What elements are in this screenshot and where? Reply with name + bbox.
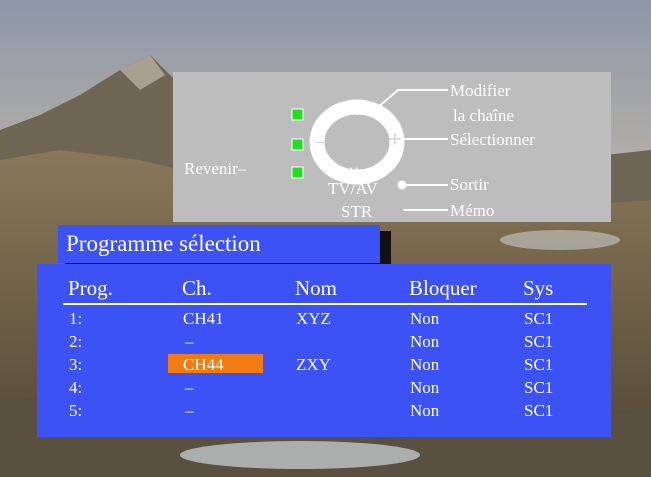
label-la-chaine: la chaîne xyxy=(453,106,514,125)
indicator-green-top xyxy=(291,108,304,121)
cell-ch: – xyxy=(185,332,194,351)
cell-bloquer: Non xyxy=(410,401,440,420)
header-divider xyxy=(63,303,587,305)
cell-ch: – xyxy=(185,378,194,397)
cell-prog: 3: xyxy=(69,355,83,374)
cell-sys: SC1 xyxy=(524,401,554,420)
cell-prog: 5: xyxy=(69,401,83,420)
label-modifier: Modifier xyxy=(450,81,511,100)
table-row[interactable]: 1: CH41 XYZ Non SC1 xyxy=(37,308,611,330)
dpad-up-icon[interactable]: ∧ xyxy=(348,102,360,119)
cell-sys: SC1 xyxy=(524,355,554,374)
cell-ch: – xyxy=(185,401,194,420)
header-ch: Ch. xyxy=(182,276,212,300)
pointer-line-modifier xyxy=(375,89,448,110)
cell-ch: CH41 xyxy=(183,309,224,328)
dpad-down-icon[interactable]: ∨ xyxy=(348,164,360,181)
table-row[interactable]: 4: – Non SC1 xyxy=(37,377,611,399)
cell-prog: 1: xyxy=(69,309,83,328)
program-table-panel: Prog. Ch. Nom Bloquer Sys 1: CH41 XYZ No… xyxy=(37,264,611,437)
header-nom: Nom xyxy=(295,276,337,300)
cell-bloquer: Non xyxy=(410,355,440,374)
label-str: STR xyxy=(341,202,373,221)
header-bloquer: Bloquer xyxy=(409,276,477,300)
cell-bloquer: Non xyxy=(410,378,440,397)
indicator-green-middle xyxy=(291,138,304,151)
cell-bloquer: Non xyxy=(410,309,440,328)
label-revenir: Revenir– xyxy=(184,159,247,178)
label-memo: Mémo xyxy=(450,201,495,220)
selected-channel-highlight xyxy=(168,354,263,373)
cell-prog: 4: xyxy=(69,378,83,397)
label-tvav: TV/AV xyxy=(328,179,378,198)
cell-nom: XYZ xyxy=(296,309,331,328)
header-sys: Sys xyxy=(523,276,554,300)
remote-diagram xyxy=(291,89,448,211)
cell-ch[interactable]: CH44 xyxy=(183,355,224,374)
label-sortir: Sortir xyxy=(450,175,489,194)
indicator-green-bottom xyxy=(291,166,304,179)
header-prog: Prog. xyxy=(68,276,113,300)
sortir-dot-icon xyxy=(397,180,407,190)
table-row[interactable]: 2: – Non SC1 xyxy=(37,331,611,353)
dpad-ring-icon xyxy=(309,99,405,185)
dpad-plus-icon[interactable]: + xyxy=(388,127,402,153)
cell-nom: ZXY xyxy=(296,355,331,374)
table-header: Prog. Ch. Nom Bloquer Sys xyxy=(68,274,578,302)
cell-sys: SC1 xyxy=(524,378,554,397)
dpad-minus-icon[interactable]: – xyxy=(316,130,326,152)
cell-sys: SC1 xyxy=(524,309,554,328)
table-row-selected[interactable]: 3: CH44 ZXY Non SC1 xyxy=(37,354,611,376)
cell-sys: SC1 xyxy=(524,332,554,351)
remote-help-panel: ∧ ∨ – + Modifier la chaîne Sélectionner … xyxy=(173,72,611,222)
cell-bloquer: Non xyxy=(410,332,440,351)
label-selectionner: Sélectionner xyxy=(450,130,535,149)
cell-prog: 2: xyxy=(69,332,83,351)
table-row[interactable]: 5: – Non SC1 xyxy=(37,400,611,422)
page-title: Programme sélection xyxy=(58,225,380,263)
